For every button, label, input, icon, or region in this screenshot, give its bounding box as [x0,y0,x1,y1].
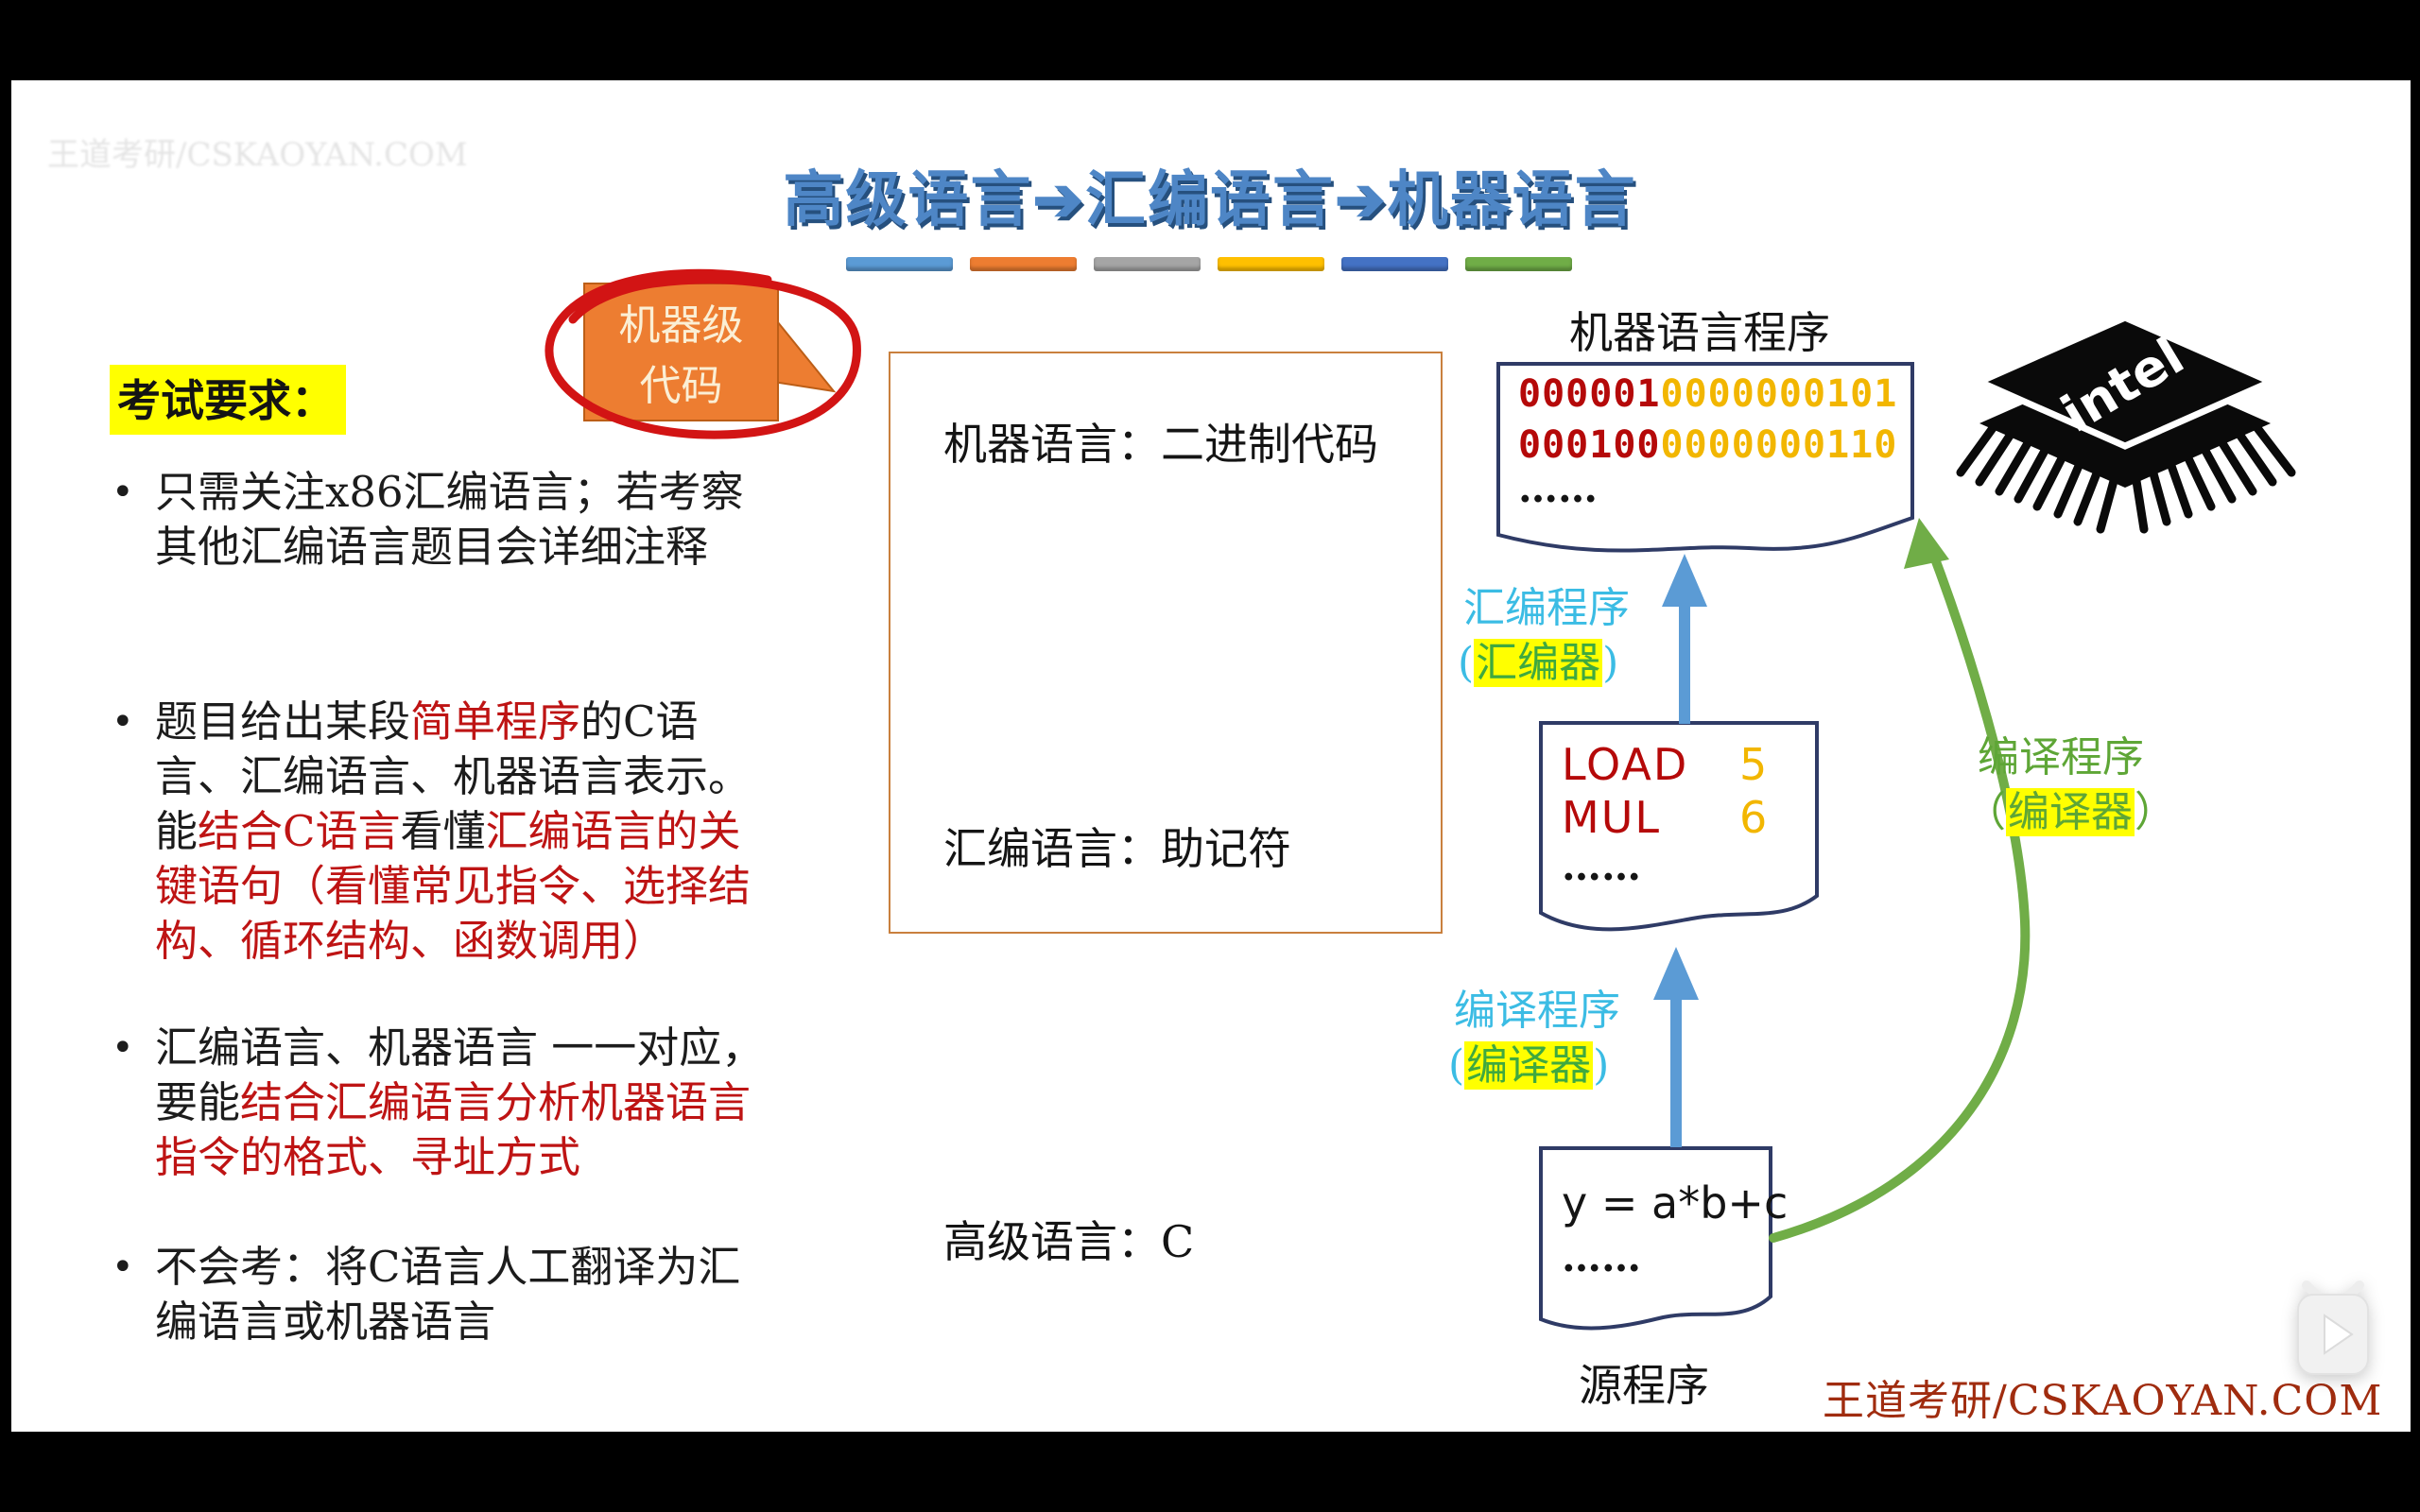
bullet-glyph: • [112,700,134,744]
list-item: • 汇编语言、机器语言 一一对应，要能结合汇编语言分析机器语言指令的格式、寻址方… [112,1021,773,1185]
divider-bar [1341,257,1448,271]
letterbox-left [0,0,11,1512]
assembler-tool-label: (汇编器) [1458,639,1619,687]
compile-arrow [1653,947,1699,1147]
asm-operand: 5 [1739,739,1768,790]
site-watermark: 王道考研/CSKAOYAN.COM [1823,1377,2383,1425]
chip-pins [1956,423,2296,534]
asm-operand: 6 [1739,792,1768,843]
machine-language-row: 机器语言：二进制代码 [943,419,1378,470]
callout-line1: 机器级 [618,301,744,350]
exam-requirements-heading: 考试要求： [110,365,346,435]
divider-bar [1094,257,1201,271]
page-title: 高级语言➔汇编语言➔机器语言 [783,164,1637,235]
divider-bar [970,257,1077,271]
high-level-language-row: 高级语言：C [943,1216,1195,1267]
divider-bar [1465,257,1572,271]
chip-brand-label: intel [2051,326,2194,444]
list-item: • 只需关注x86汇编语言；若考察其他汇编语言题目会详细注释 [112,465,773,575]
intel-chip-icon: intel [1956,314,2296,534]
compiler-tool-label-right: （编译器） [1964,788,2176,836]
compiler-tool-label: (编译器) [1448,1041,1610,1090]
assemble-arrow [1662,554,1707,724]
ghost-watermark: 王道考研/CSKAOYAN.COM [47,136,468,174]
binary-line: 0001000000000110 [1518,423,1898,467]
assembler-program-label: 汇编程序 [1463,584,1630,632]
source-program-label: 源程序 [1579,1360,1709,1411]
asm-opcode: MUL [1562,792,1661,843]
divider-bar [1218,257,1324,271]
bullet-glyph: • [112,471,134,514]
divider-bar [846,257,953,271]
source-code-line: y = a*b+c [1562,1177,1789,1228]
list-item: • 不会考：将C语言人工翻译为汇编语言或机器语言 [112,1240,773,1349]
asm-ellipsis: …… [1562,843,1641,889]
asm-opcode: LOAD [1562,739,1689,790]
compile-curve-arrow [1769,518,2031,1243]
letterbox-top [0,0,2420,80]
list-item: • 题目给出某段简单程序的C语言、汇编语言、机器语言表示。能结合C语言看懂汇编语… [112,695,773,969]
bullet-text: 题目给出某段简单程序的C语言、汇编语言、机器语言表示。能结合C语言看懂汇编语言的… [155,696,752,966]
tv-play-icon[interactable] [2293,1278,2373,1378]
source-ellipsis: …… [1562,1234,1641,1280]
compiler-program-label-right: 编译程序 [1978,733,2144,782]
binary-ellipsis: …… [1518,465,1598,511]
assembly-language-row: 汇编语言：助记符 [943,823,1291,874]
bullet-text: 只需关注x86汇编语言；若考察其他汇编语言题目会详细注释 [155,467,744,572]
letterbox-right [2411,0,2420,1512]
compiler-program-label: 编译程序 [1454,987,1620,1035]
machine-program-title: 机器语言程序 [1569,307,1830,358]
bullet-text: 汇编语言、机器语言 一一对应，要能结合汇编语言分析机器语言指令的格式、寻址方式 [155,1022,765,1182]
bullet-glyph: • [112,1246,134,1289]
bullet-text: 不会考：将C语言人工翻译为汇编语言或机器语言 [155,1242,741,1347]
language-levels-box [889,352,1443,934]
letterbox-bottom [0,1432,2420,1512]
binary-line: 0000010000000101 [1518,372,1898,416]
bullet-glyph: • [112,1026,134,1070]
callout-line2: 代码 [639,362,723,410]
